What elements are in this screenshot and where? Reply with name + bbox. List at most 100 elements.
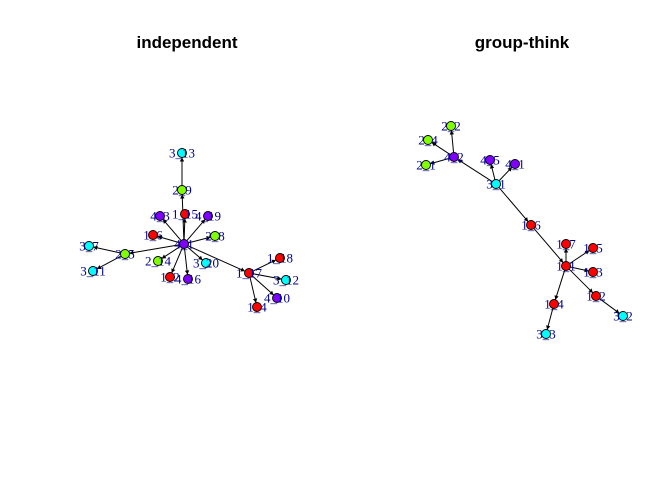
node-label-2_8: 2_8 bbox=[205, 229, 225, 244]
edge-arrowhead-4_2-2_1 bbox=[430, 160, 435, 165]
node-1_7 bbox=[561, 239, 571, 249]
edge-arrowhead-4_1-2_9 bbox=[180, 194, 185, 199]
edge-arrowhead-4_1-4_3 bbox=[162, 219, 168, 224]
node-1_18 bbox=[275, 253, 285, 263]
node-2_4 bbox=[423, 135, 433, 145]
edge-1_2-3_2 bbox=[599, 298, 620, 314]
node-4_2 bbox=[449, 152, 459, 162]
node-2_2 bbox=[446, 121, 456, 131]
edge-1_6-1_1 bbox=[533, 228, 564, 263]
edge-arrowhead-1_17-4_10 bbox=[269, 290, 274, 296]
edge-arrowhead-2_5-3_11 bbox=[96, 265, 102, 269]
node-1_3 bbox=[588, 267, 598, 277]
node-label-1_7: 1_7 bbox=[556, 237, 576, 252]
edge-arrowhead-2_9-3_13 bbox=[179, 157, 185, 162]
node-label-2_4: 2_4 bbox=[418, 133, 438, 148]
edge-arrowhead-4_1-1_17 bbox=[240, 267, 245, 272]
edge-1_1-1_4 bbox=[554, 270, 566, 300]
node-label-1_17: 1_17 bbox=[236, 266, 263, 281]
node-1_1 bbox=[561, 261, 571, 271]
edge-arrowhead-1_2-3_2 bbox=[614, 309, 620, 314]
edge-layer-independent bbox=[93, 157, 282, 303]
edge-1_17-1_18 bbox=[252, 259, 277, 272]
edge-arrowhead-4_1-4_16 bbox=[184, 270, 190, 275]
node-label-3_20: 3_20 bbox=[193, 256, 219, 271]
node-3_7 bbox=[84, 241, 94, 251]
node-3_11 bbox=[88, 266, 98, 276]
edge-arrowhead-1_17-1_4 bbox=[252, 298, 258, 303]
node-label-3_13: 3_13 bbox=[169, 146, 195, 161]
edge-1_17-1_4 bbox=[249, 277, 257, 303]
node-1_2 bbox=[591, 291, 601, 301]
panel-title-group-think: group-think bbox=[475, 33, 570, 52]
node-1_17 bbox=[244, 268, 254, 278]
node-4_10 bbox=[272, 293, 282, 303]
edge-arrowhead-1_1-1_3 bbox=[584, 268, 589, 273]
edge-4_1-4_16 bbox=[184, 248, 188, 275]
node-1_6 bbox=[148, 230, 158, 240]
node-2_9 bbox=[177, 185, 187, 195]
node-label-1_15: 1_15 bbox=[172, 207, 198, 222]
node-label-3_12: 3_12 bbox=[273, 273, 299, 288]
node-label-3_7: 3_7 bbox=[79, 239, 99, 254]
edge-arrowhead-1_17-3_12 bbox=[277, 276, 282, 281]
node-label-2_9: 2_9 bbox=[172, 183, 192, 198]
node-3_20 bbox=[201, 258, 211, 268]
edge-arrowhead-4_1-3_20 bbox=[198, 255, 203, 261]
node-4_5 bbox=[485, 155, 495, 165]
node-4_3 bbox=[155, 211, 165, 221]
node-label-4_1: 4_1 bbox=[505, 157, 525, 172]
node-label-1_4: 1_4 bbox=[247, 300, 267, 315]
node-label-1_6: 1_6 bbox=[521, 218, 541, 233]
node-1_4 bbox=[252, 302, 262, 312]
node-4_1 bbox=[510, 159, 520, 169]
node-4_16 bbox=[183, 274, 193, 284]
node-label-4_19: 4_19 bbox=[195, 209, 221, 224]
edge-arrowhead-1_4-3_3 bbox=[546, 325, 551, 330]
node-label-3_1: 3_1 bbox=[486, 177, 506, 192]
node-label-3_2: 3_2 bbox=[613, 309, 633, 324]
node-label-1_4: 1_4 bbox=[544, 297, 564, 312]
node-label-4_16: 4_16 bbox=[175, 272, 202, 287]
node-1_4 bbox=[549, 299, 559, 309]
edge-arrowhead-4_1-4_19 bbox=[200, 219, 206, 224]
node-label-4_10: 4_10 bbox=[264, 291, 290, 306]
node-2_8 bbox=[210, 231, 220, 241]
node-1_5 bbox=[588, 243, 598, 253]
edge-arrowhead-4_1-1_2 bbox=[171, 268, 176, 273]
node-label-1_18: 1_18 bbox=[267, 251, 293, 266]
node-label-4_3: 4_3 bbox=[150, 209, 170, 224]
node-label-1_2: 1_2 bbox=[586, 289, 606, 304]
node-label-1_3: 1_3 bbox=[583, 265, 603, 280]
edge-arrowhead-2_5-3_7 bbox=[93, 245, 98, 250]
node-label-1_6: 1_6 bbox=[143, 228, 163, 243]
edge-arrowhead-4_2-2_2 bbox=[449, 130, 455, 135]
edge-arrowhead-3_1-4_5 bbox=[489, 164, 495, 169]
edge-1_17-3_12 bbox=[253, 273, 282, 280]
edge-arrowhead-3_1-4_1 bbox=[507, 167, 512, 172]
edge-arrowhead-4_1-2_5 bbox=[129, 250, 134, 255]
edge-arrowhead-4_1-1_6 bbox=[157, 235, 162, 240]
edge-arrowhead-4_1-2_14 bbox=[161, 254, 167, 259]
edge-arrowhead-1_1-1_4 bbox=[554, 295, 559, 300]
node-label-2_1: 2_1 bbox=[416, 158, 436, 173]
edge-4_1-1_17 bbox=[187, 245, 246, 272]
node-4_19 bbox=[203, 211, 213, 221]
edge-arrowhead-1_1-1_5 bbox=[584, 250, 590, 255]
node-2_14 bbox=[153, 256, 163, 266]
edge-arrowhead-4_1-1_15 bbox=[182, 218, 187, 223]
node-4_1 bbox=[179, 239, 189, 249]
edge-arrowhead-1_1-1_2 bbox=[588, 288, 593, 293]
node-label-1_5: 1_5 bbox=[583, 241, 603, 256]
node-3_13 bbox=[177, 148, 187, 158]
edge-arrowhead-4_2-2_4 bbox=[431, 142, 437, 147]
edge-3_1-1_6 bbox=[498, 187, 529, 222]
edge-arrowhead-1_6-1_1 bbox=[558, 258, 564, 263]
node-2_1 bbox=[421, 160, 431, 170]
edge-layer-group-think bbox=[430, 130, 620, 330]
edge-arrowhead-3_1-4_2 bbox=[457, 159, 463, 164]
